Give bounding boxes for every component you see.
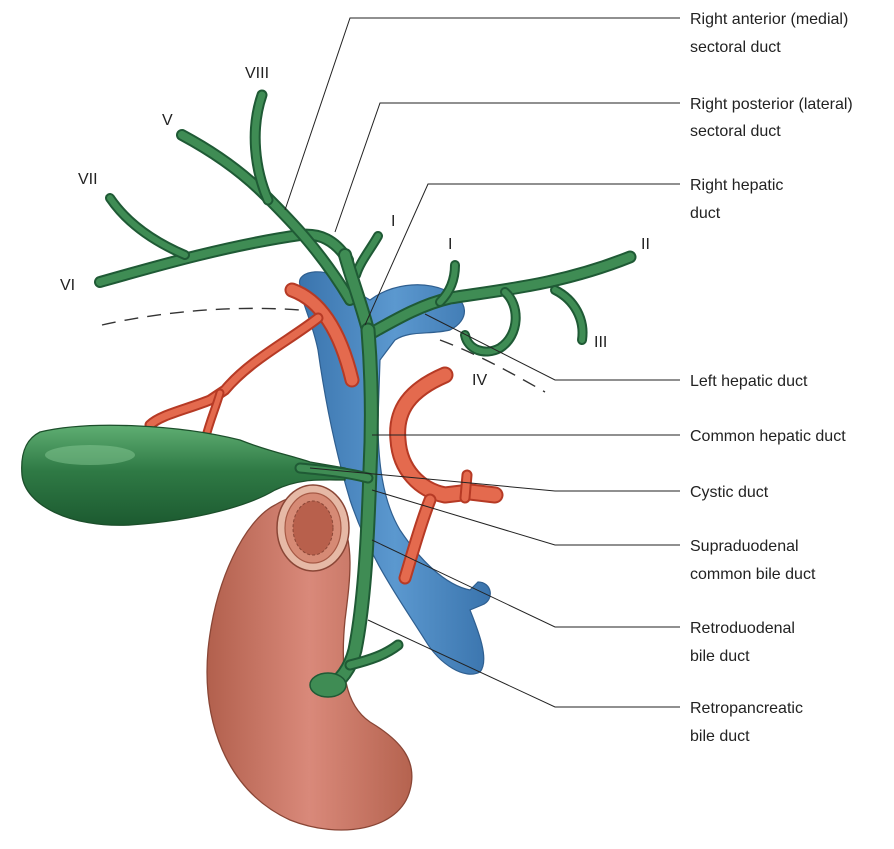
label-retropancreatic-bile-duct-2: bile duct — [690, 728, 750, 745]
segment-label-v: V — [162, 112, 173, 129]
label-right-hepatic-duct-1: Right hepatic — [690, 177, 783, 194]
label-right-posterior-sectoral-duct-2: sectoral duct — [690, 123, 781, 140]
label-right-hepatic-duct-2: duct — [690, 205, 721, 222]
label-right-anterior-sectoral-duct-2: sectoral duct — [690, 39, 781, 56]
segment-label-ii: II — [641, 236, 650, 253]
segment-label-iii: III — [594, 334, 607, 351]
label-retropancreatic-bile-duct-1: Retropancreatic — [690, 700, 803, 717]
segment-label-vi: VI — [60, 277, 75, 294]
label-left-hepatic-duct: Left hepatic duct — [690, 373, 808, 390]
segment-label-i-right: I — [391, 213, 395, 230]
label-supraduodenal-cbd-1: Supraduodenal — [690, 538, 799, 555]
label-common-hepatic-duct: Common hepatic duct — [690, 428, 846, 445]
structure-labels: Right anterior (medial) sectoral duct Ri… — [690, 11, 853, 745]
label-supraduodenal-cbd-2: common bile duct — [690, 566, 816, 583]
segment-label-vii: VII — [78, 171, 98, 188]
segment-label-viii: VIII — [245, 65, 269, 82]
gallbladder-highlight — [45, 445, 135, 465]
segment-label-i-left: I — [448, 236, 452, 253]
label-right-anterior-sectoral-duct-1: Right anterior (medial) — [690, 11, 848, 28]
segment-label-iv: IV — [472, 372, 487, 389]
biliary-tree — [100, 95, 630, 697]
label-cystic-duct: Cystic duct — [690, 484, 769, 501]
label-right-posterior-sectoral-duct-1: Right posterior (lateral) — [690, 96, 853, 113]
label-retroduodenal-bile-duct-2: bile duct — [690, 648, 750, 665]
label-retroduodenal-bile-duct-1: Retroduodenal — [690, 620, 795, 637]
